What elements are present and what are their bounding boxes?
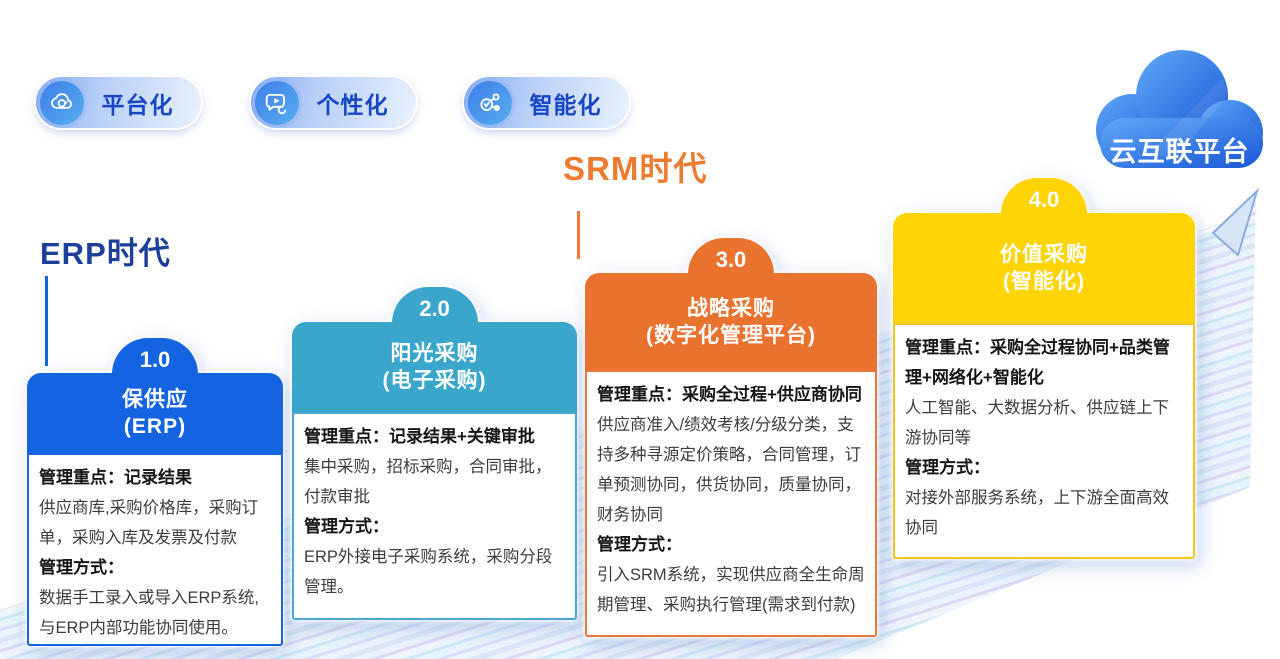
stage-title: 保供应	[122, 388, 188, 411]
stage-card-header: 价值采购 (智能化)	[893, 213, 1195, 323]
stage-card-header: 阳光采购 (电子采购)	[292, 322, 577, 412]
stage-title: 阳光采购	[390, 342, 479, 365]
card-body-line: 管理方式：	[597, 535, 682, 554]
card-body-line: 管理方式：	[304, 517, 389, 536]
card-body-line: 数据手工录入或导入ERP系统,与ERP内部功能协同使用。	[39, 589, 260, 637]
era-label-srm: SRM时代	[563, 150, 708, 187]
network-intelligence-icon	[468, 80, 512, 125]
card-body-line: 管理重点：采购全过程协同+品类管理+网络化+智能化	[905, 338, 1170, 387]
stage-version-tab: 1.0	[112, 338, 198, 374]
badge-pill-personalization: 个性化	[251, 77, 416, 128]
stage-card-body: 管理重点：记录结果供应商库,采购价格库，采购订单，采购入库及发票及付款管理方式：…	[27, 453, 283, 646]
cloud-icon	[1096, 50, 1263, 168]
cloud-platform-icon	[40, 80, 84, 125]
stage-version-tab: 3.0	[688, 238, 774, 274]
era-line-erp	[45, 276, 48, 366]
card-body-line: 对接外部服务系统，上下游全面高效协同	[905, 489, 1169, 537]
badge-pill-platform: 平台化	[36, 77, 201, 128]
chat-personalization-icon	[255, 80, 299, 125]
stage-subtitle: (ERP)	[123, 415, 187, 438]
badge-label: 平台化	[101, 91, 174, 118]
era-line-srm	[577, 211, 580, 259]
stage-card-body: 管理重点：采购全过程+供应商协同供应商准入/绩效考核/分级分类，支持多种寻源定价…	[585, 370, 877, 637]
stage-card-header: 战略采购 (数字化管理平台)	[585, 273, 877, 370]
stage-title: 战略采购	[687, 296, 775, 320]
badge-label: 个性化	[316, 91, 389, 118]
card-body-line: 引入SRM系统，实现供应商全生命周期管理、采购执行管理(需求到付款)	[597, 566, 865, 614]
stage-card-body: 管理重点：采购全过程协同+品类管理+网络化+智能化人工智能、大数据分析、供应链上…	[893, 323, 1195, 559]
badge-pill-intelligence: 智能化	[464, 77, 629, 128]
card-body-line: 管理重点：记录结果+关键审批	[304, 427, 535, 446]
stage-subtitle: (电子采购)	[382, 369, 487, 392]
stage-subtitle: (数字化管理平台)	[646, 323, 816, 347]
stage-version-tab: 4.0	[1001, 178, 1087, 214]
era-label-erp: ERP时代	[40, 236, 171, 271]
card-body-line: ERP外接电子采购系统，采购分段管理。	[304, 548, 553, 596]
stage-title: 价值采购	[1000, 243, 1088, 266]
stage-card-body: 管理重点：记录结果+关键审批集中采购，招标采购，合同审批，付款审批管理方式： ER…	[292, 412, 577, 620]
card-body-line: 管理方式：	[39, 558, 124, 577]
card-body-line: 管理方式：	[905, 458, 990, 477]
card-body-line: 供应商准入/绩效考核/分级分类，支持多种寻源定价策略，合同管理，订单预测协同，供…	[597, 416, 861, 524]
card-body-line: 管理重点：采购全过程+供应商协同	[597, 385, 862, 404]
stage-version-tab: 2.0	[391, 287, 478, 323]
stage-card-header: 保供应 (ERP)	[27, 373, 283, 453]
card-body-line: 管理重点：记录结果	[39, 468, 192, 487]
badge-label: 智能化	[529, 91, 602, 118]
card-body-line: 集中采购，招标采购，合同审批，付款审批	[304, 458, 552, 506]
stage-subtitle: (智能化)	[1003, 270, 1085, 293]
cloud-label: 云互联平台	[1109, 137, 1250, 167]
cloud-interconnect-platform: 云互联平台	[1082, 38, 1277, 178]
card-body-line: 人工智能、大数据分析、供应链上下游协同等	[905, 399, 1169, 447]
card-body-line: 供应商库,采购价格库，采购订单，采购入库及发票及付款	[39, 499, 259, 547]
